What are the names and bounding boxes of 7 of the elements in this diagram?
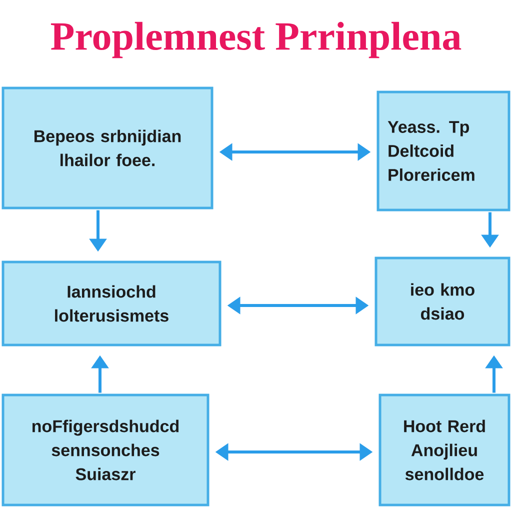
process-box: noFfigersdshudcd sennsonches Suiaszr [2, 394, 210, 506]
process-box: Hoot Rerd Anojlieu senolldoe [378, 394, 510, 506]
title: Proplemnest Prrinplena [50, 22, 462, 58]
process-box: Bepeos srbnijdian lhailor foee. [2, 86, 214, 210]
process-box: ieo kmo dsiao [374, 256, 510, 346]
process-box: Iannsiochd lolterusismets [2, 260, 222, 346]
process-box: Yeass. Tp Deltcoid Plorericem [376, 90, 510, 212]
